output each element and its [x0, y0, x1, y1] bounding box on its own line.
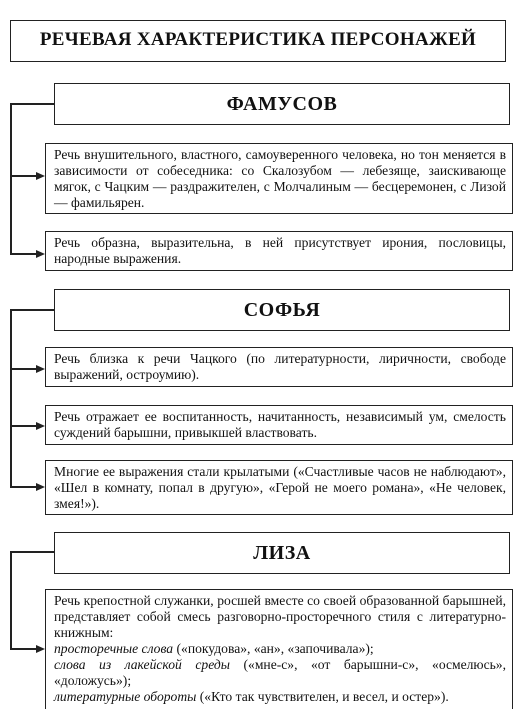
section-header-liza: ЛИЗА — [54, 532, 510, 574]
connector-sofya-vertical — [10, 309, 12, 487]
connector-sofya-item1 — [10, 368, 38, 370]
connector-famusov-item2 — [10, 253, 38, 255]
sofya-item-1: Речь близка к речи Чацкого (по литератур… — [45, 347, 513, 387]
liza-row-3: литературные обороты («Кто так чувствите… — [54, 689, 506, 705]
connector-famusov-vertical — [10, 103, 12, 254]
sofya-item-2: Речь отражает ее воспитанность, начитанн… — [45, 405, 513, 445]
connector-liza-vertical — [10, 551, 12, 649]
connector-famusov-top — [10, 103, 54, 105]
liza-row-1-label: просторечные слова — [54, 641, 174, 656]
connector-famusov-item1 — [10, 175, 38, 177]
arrow-icon — [36, 422, 45, 430]
connector-sofya-item2 — [10, 425, 38, 427]
famusov-item-2: Речь образна, выразительна, в ней присут… — [45, 231, 513, 271]
connector-sofya-top — [10, 309, 54, 311]
liza-row-1-text: («покудова», «ан», «започивала»); — [173, 641, 374, 656]
arrow-icon — [36, 645, 45, 653]
arrow-icon — [36, 483, 45, 491]
arrow-icon — [36, 172, 45, 180]
connector-liza-item1 — [10, 648, 38, 650]
arrow-icon — [36, 250, 45, 258]
famusov-item-1: Речь внушительного, властного, самоувере… — [45, 143, 513, 214]
liza-item-1: Речь крепостной служанки, росшей вместе … — [45, 589, 513, 709]
arrow-icon — [36, 365, 45, 373]
connector-sofya-item3 — [10, 486, 38, 488]
liza-row-2-label: слова из лакейской среды — [54, 657, 230, 672]
sofya-item-3: Многие ее выражения стали крылатыми («Сч… — [45, 460, 513, 515]
section-header-sofya: СОФЬЯ — [54, 289, 510, 331]
liza-row-1: просторечные слова («покудова», «ан», «з… — [54, 641, 506, 657]
connector-liza-top — [10, 551, 54, 553]
liza-row-2: слова из лакейской среды («мне-с», «от б… — [54, 657, 506, 689]
page-title: РЕЧЕВАЯ ХАРАКТЕРИСТИКА ПЕРСОНАЖЕЙ — [10, 20, 506, 62]
liza-row-3-text: («Кто так чувствителен, и весел, и остер… — [196, 689, 449, 704]
section-header-famusov: ФАМУСОВ — [54, 83, 510, 125]
liza-row-2-text: («мне-с», «от барышни-с», «осмелюсь», «д… — [54, 657, 506, 688]
liza-intro: Речь крепостной служанки, росшей вместе … — [54, 593, 506, 640]
liza-row-3-label: литературные обороты — [54, 689, 197, 704]
